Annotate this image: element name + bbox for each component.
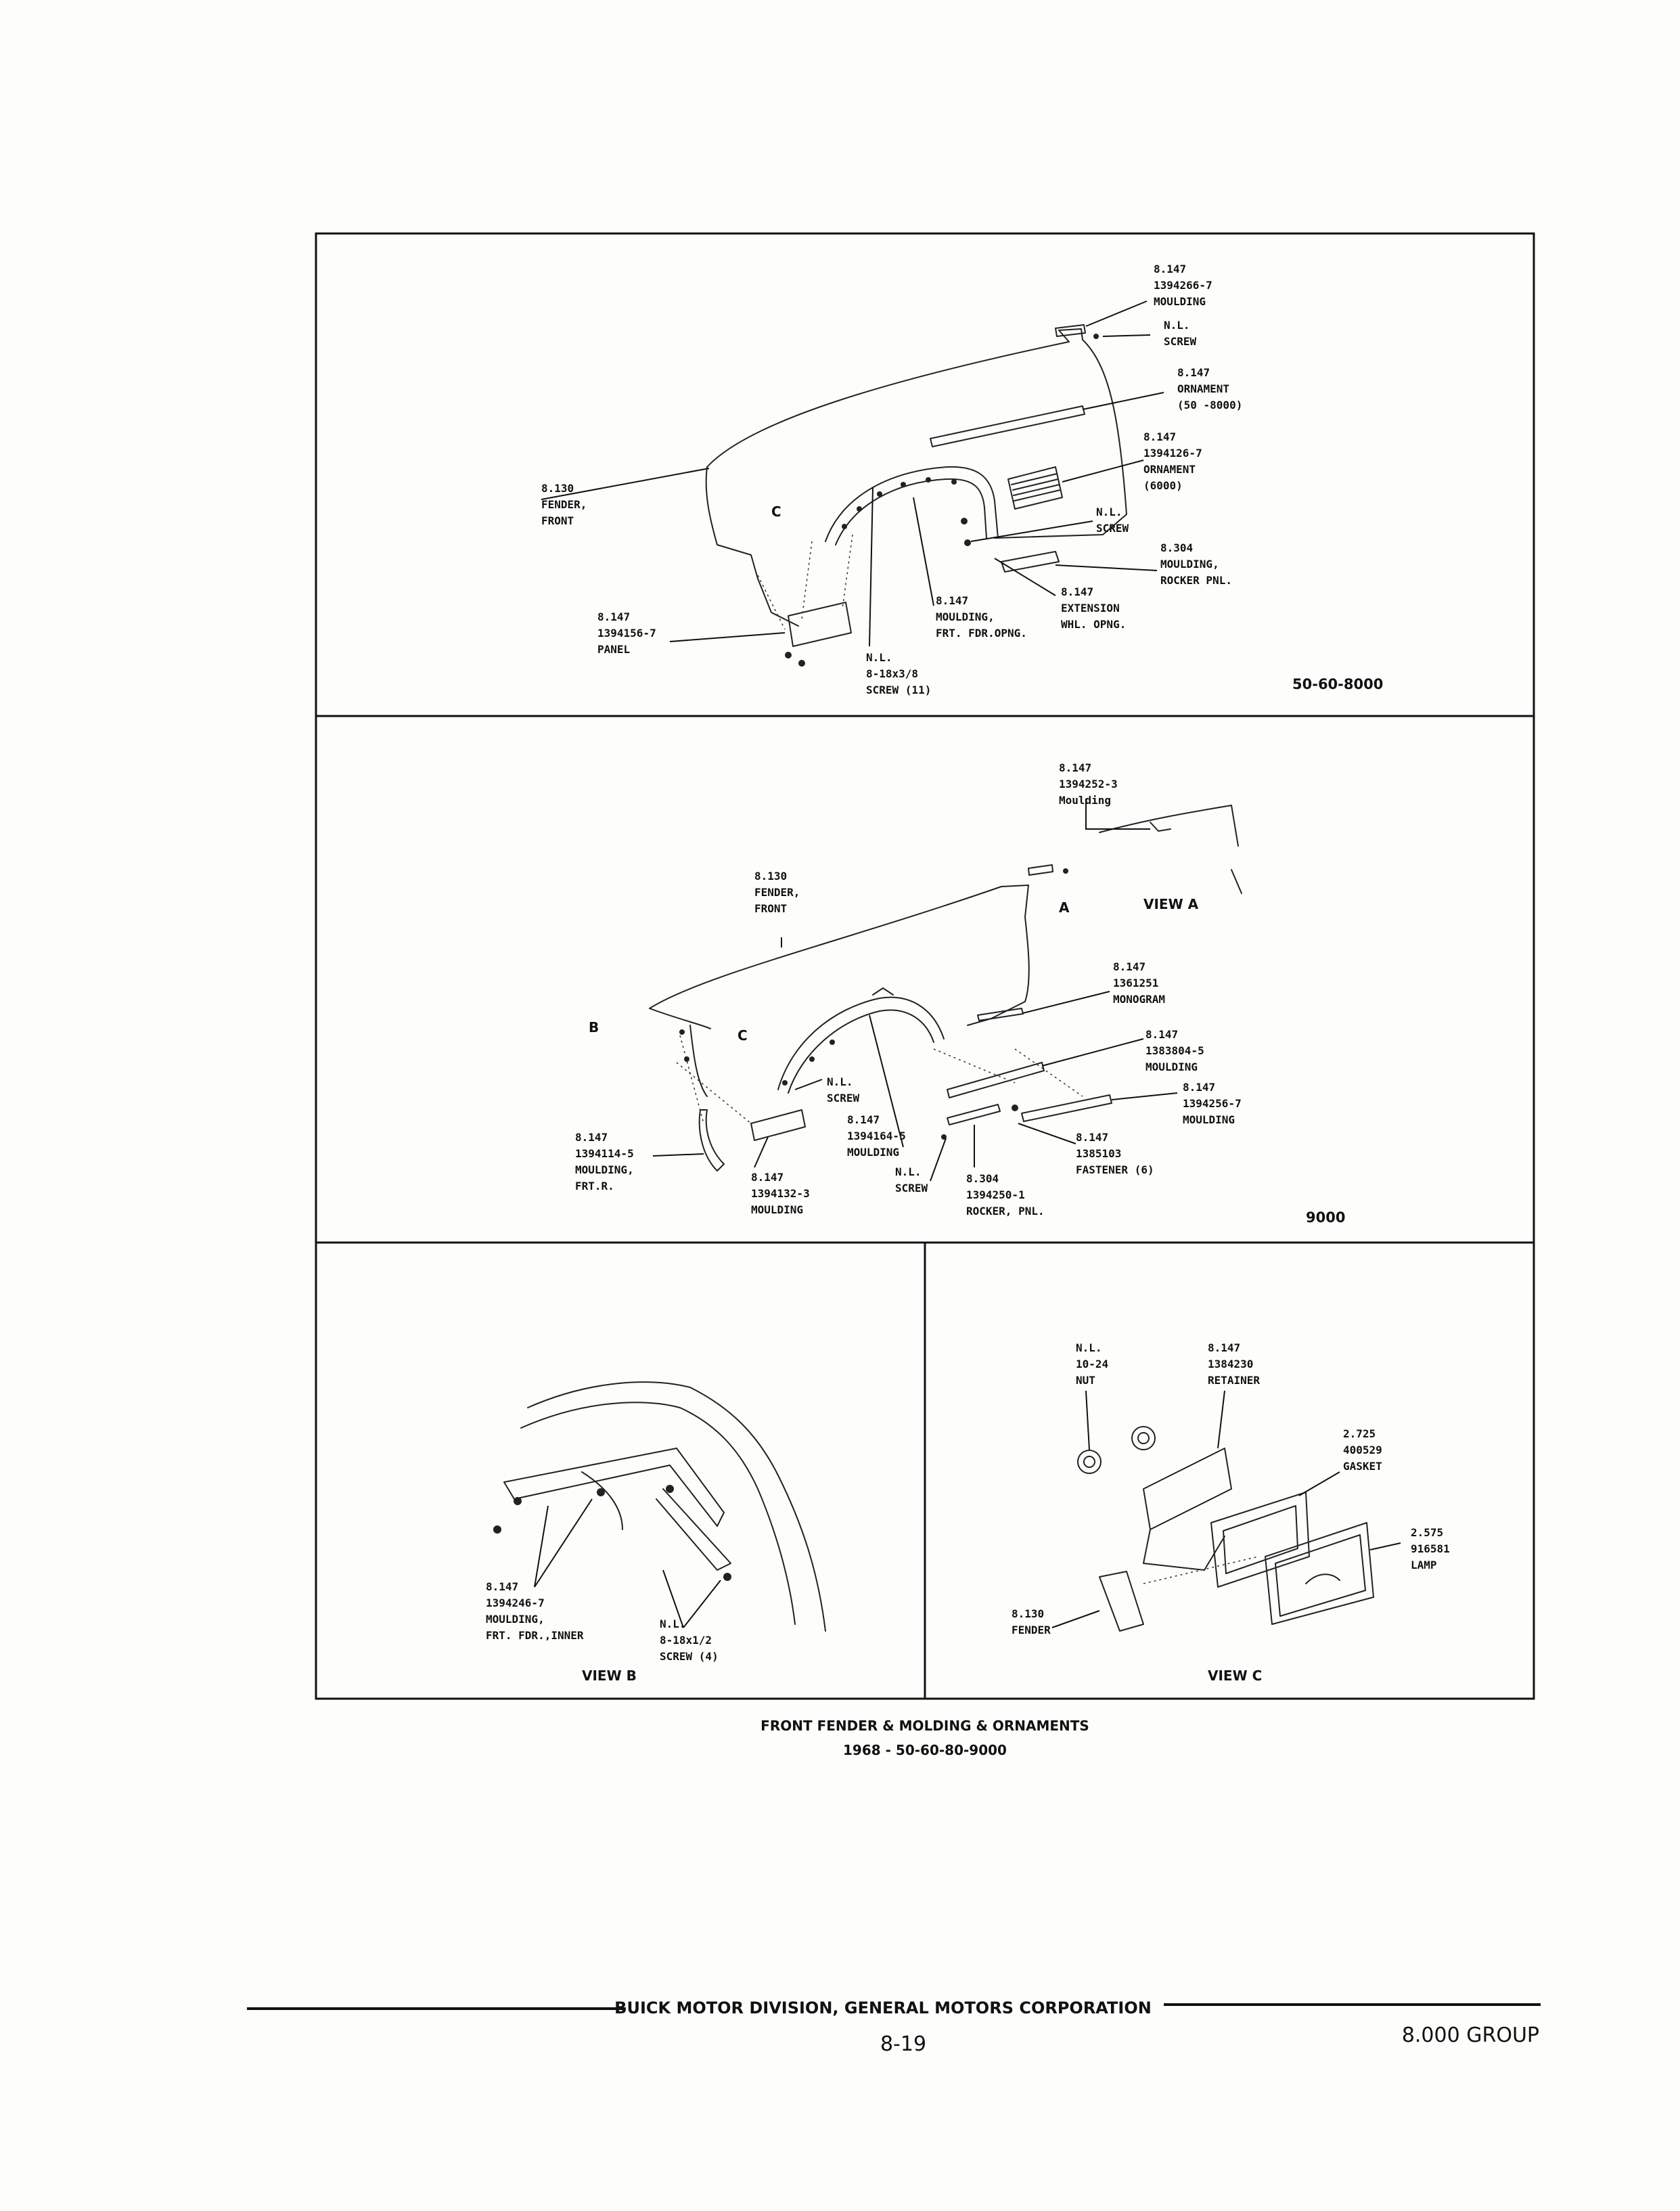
callout-retainer: 8.147 1384230 RETAINER [1208, 1341, 1260, 1387]
callout-moulding-1394164: 8.147 1394164-5 MOULDING [847, 1113, 912, 1159]
page-footer: BUICK MOTOR DIVISION, GENERAL MOTORS COR… [247, 1998, 1541, 2056]
caption-subtitle: 1968 - 50-60-80-9000 [843, 1742, 1007, 1758]
callout-moulding-view-a: 8.147 1394252-3 Moulding [1059, 761, 1124, 807]
middle-panel-letter-c: C [737, 1027, 748, 1044]
callout-moulding-1394256: 8.147 1394256-7 MOULDING [1183, 1081, 1248, 1126]
middle-fender-illustration [649, 805, 1242, 1171]
callout-fastener: 8.147 1385103 FASTENER (6) [1076, 1131, 1154, 1176]
callout-fender-front: 8.130 FENDER, FRONT [541, 482, 593, 527]
callout-panel: 8.147 1394156-7 PANEL [597, 610, 662, 656]
top-panel-letter-c: C [771, 504, 781, 520]
callout-screw-nl: N.L. SCREW [827, 1075, 860, 1104]
callout-moulding-inner: 8.147 1394246-7 MOULDING, FRT. FDR.,INNE… [486, 1580, 584, 1642]
callout-moulding-1394132: 8.147 1394132-3 MOULDING [751, 1171, 816, 1216]
callout-screw-mid: N.L. SCREW [1096, 506, 1129, 535]
callout-moulding-top: 8.147 1394266-7 MOULDING [1154, 263, 1219, 308]
top-panel-code: 50-60-8000 [1292, 676, 1383, 692]
view-c-title: VIEW C [1208, 1668, 1262, 1684]
view-b-illustration [493, 1381, 826, 1632]
callout-moulding-frt-fdr: 8.147 MOULDING, FRT. FDR.OPNG. [936, 594, 1027, 640]
middle-panel-letter-a: A [1059, 899, 1070, 916]
callout-monogram: 8.147 1361251 MONOGRAM [1113, 960, 1165, 1006]
middle-panel-code: 9000 [1306, 1209, 1345, 1226]
view-c-illustration [1077, 1426, 1374, 1632]
middle-panel-labels: 8.147 1394252-3 Moulding 8.130 FENDER, F… [575, 761, 1345, 1226]
view-b-labels: 8.147 1394246-7 MOULDING, FRT. FDR.,INNE… [486, 1580, 719, 1684]
top-panel-labels: 8.147 1394266-7 MOULDING N.L. SCREW 8.14… [541, 263, 1383, 696]
middle-panel-letter-b: B [589, 1019, 599, 1035]
callout-gasket: 2.725 400529 GASKET [1343, 1427, 1388, 1473]
callout-ornament-6000: 8.147 1394126-7 ORNAMENT (6000) [1143, 430, 1208, 492]
callout-moulding-frt-r: 8.147 1394114-5 MOULDING, FRT.R. [575, 1131, 640, 1192]
caption-title: FRONT FENDER & MOLDING & ORNAMENTS [760, 1718, 1089, 1734]
callout-screw-nl-2: N.L. SCREW [895, 1165, 928, 1194]
leader-lines [534, 300, 1401, 1628]
callout-moulding-rocker: 8.304 MOULDING, ROCKER PNL. [1160, 541, 1232, 587]
callout-screw-4: N.L. 8-18x1/2 SCREW (4) [660, 1617, 719, 1663]
callout-nut: N.L. 10-24 NUT [1076, 1341, 1115, 1387]
diagram-frame [315, 232, 1535, 1700]
footer-corporation: BUICK MOTOR DIVISION, GENERAL MOTORS COR… [614, 1998, 1152, 2017]
figure-caption: FRONT FENDER & MOLDING & ORNAMENTS 1968 … [760, 1718, 1089, 1758]
callout-moulding-1383804: 8.147 1383804-5 MOULDING [1145, 1028, 1210, 1073]
callout-lamp: 2.575 916581 LAMP [1411, 1526, 1456, 1571]
callout-rocker-pnl: 8.304 1394250-1 ROCKER, PNL. [966, 1172, 1045, 1218]
footer-page-number: 8-19 [880, 2032, 926, 2056]
callout-fender: 8.130 FENDER [1012, 1607, 1051, 1636]
callout-extension: 8.147 EXTENSION WHL. OPNG. [1061, 585, 1126, 631]
top-fender-illustration [705, 324, 1127, 667]
view-c-labels: N.L. 10-24 NUT 8.147 1384230 RETAINER 2.… [1012, 1341, 1456, 1684]
footer-group: 8.000 GROUP [1402, 2024, 1539, 2047]
callout-screw-top: N.L. SCREW [1164, 319, 1197, 348]
callout-fender-front-2: 8.130 FENDER, FRONT [754, 870, 807, 915]
callout-screw-11: N.L. 8-18x3/8 SCREW (11) [866, 651, 931, 696]
callout-ornament-50-8000: 8.147 ORNAMENT (50 -8000) [1177, 366, 1242, 411]
view-a-label: VIEW A [1143, 896, 1199, 912]
view-b-title: VIEW B [582, 1668, 637, 1684]
